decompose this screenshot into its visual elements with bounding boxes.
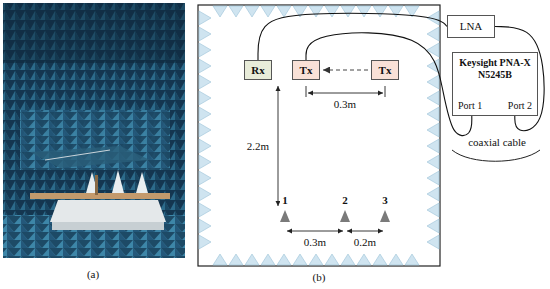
callout-number: 2	[340, 194, 350, 206]
absorber-cones	[199, 6, 439, 265]
absorber-cone	[277, 254, 291, 265]
dimension-label: 0.3m	[332, 98, 358, 110]
absorber-cone	[325, 254, 339, 265]
cable-label: coaxial cable	[466, 136, 528, 148]
absorber-cone	[277, 6, 291, 17]
box-label: Tx	[379, 64, 392, 77]
absorber-cone	[341, 6, 355, 17]
absorber-cone	[293, 254, 307, 265]
chamber-photo	[3, 3, 185, 258]
absorber-cone	[341, 254, 355, 265]
coaxial-cable	[258, 13, 447, 60]
absorber-cone	[427, 59, 439, 73]
absorber-cone	[261, 254, 275, 265]
absorber-cone	[229, 6, 243, 17]
absorber-cone	[213, 254, 227, 265]
absorber-cone	[389, 254, 403, 265]
chamber-wall	[198, 5, 440, 266]
port-label: Port 1	[458, 100, 482, 112]
amplifier-box: LNA	[447, 15, 495, 38]
absorber-cone	[427, 187, 439, 201]
port-row: Port 1 Port 2	[458, 100, 532, 112]
absorber-cone	[261, 6, 275, 17]
absorber-cone	[199, 139, 211, 153]
absorber-cone	[199, 91, 211, 105]
absorber-cone	[309, 6, 323, 17]
absorber-cone	[427, 27, 439, 41]
absorber-cone	[199, 43, 211, 57]
heading-area: Keysight PNA-X N5245B	[458, 57, 532, 80]
absorber-cone	[357, 254, 371, 265]
dimension-label: 0.3m	[302, 236, 328, 248]
absorber-cone	[427, 235, 439, 249]
absorber-cone	[427, 91, 439, 105]
target-cones	[280, 210, 390, 222]
absorber-cone	[213, 6, 227, 17]
absorber-cone	[373, 254, 387, 265]
absorber-cone	[245, 254, 259, 265]
transmitter-box: Tx	[371, 60, 399, 80]
transmitter-box: Tx	[292, 60, 320, 80]
absorber-cone	[427, 123, 439, 137]
absorber-cone	[389, 6, 403, 17]
absorber-cone	[373, 6, 387, 17]
instrument-name: Keysight PNA-X N5245B	[458, 57, 532, 80]
callout-number: 3	[380, 194, 390, 206]
panel-label: (b)	[311, 271, 328, 283]
movement-arrow	[323, 70, 368, 71]
coaxial-cable-loops	[452, 150, 540, 161]
coaxial-cable	[306, 33, 472, 136]
absorber-cone	[199, 155, 211, 169]
box-label: Tx	[300, 64, 313, 77]
dimension-label: 0.2m	[352, 236, 378, 248]
absorber-cone	[427, 43, 439, 57]
absorber-cone	[199, 235, 211, 249]
receiver-box: Rx	[244, 60, 272, 80]
box-label: Rx	[251, 64, 264, 77]
absorber-cone	[427, 75, 439, 89]
absorber-cone	[245, 6, 259, 17]
absorber-cone	[427, 203, 439, 217]
absorber-cone	[427, 171, 439, 185]
absorber-cone	[357, 6, 371, 17]
dimension-lines	[278, 86, 385, 231]
absorber-cone	[199, 107, 211, 121]
network-analyzer-box: Keysight PNA-X N5245B Port 1 Port 2	[452, 52, 538, 116]
absorber-cone	[427, 107, 439, 121]
absorber-cone	[199, 187, 211, 201]
absorber-cone	[199, 59, 211, 73]
absorber-cone	[199, 203, 211, 217]
absorber-cone	[199, 219, 211, 233]
box-label: LNA	[460, 20, 483, 33]
absorber-cone	[405, 254, 419, 265]
absorber-cone	[199, 27, 211, 41]
absorber-cone	[199, 11, 211, 25]
dimension-label: 2.2m	[245, 140, 271, 152]
absorber-cone	[309, 254, 323, 265]
port-label: Port 2	[508, 100, 532, 112]
callout-number: 1	[280, 194, 290, 206]
absorber-cone	[427, 155, 439, 169]
absorber-cone	[427, 219, 439, 233]
absorber-cone	[199, 171, 211, 185]
absorber-cone	[427, 139, 439, 153]
absorber-cone	[325, 6, 339, 17]
absorber-cone	[199, 123, 211, 137]
absorber-cone	[229, 254, 243, 265]
absorber-cone	[199, 75, 211, 89]
panel-label: (a)	[85, 268, 101, 280]
